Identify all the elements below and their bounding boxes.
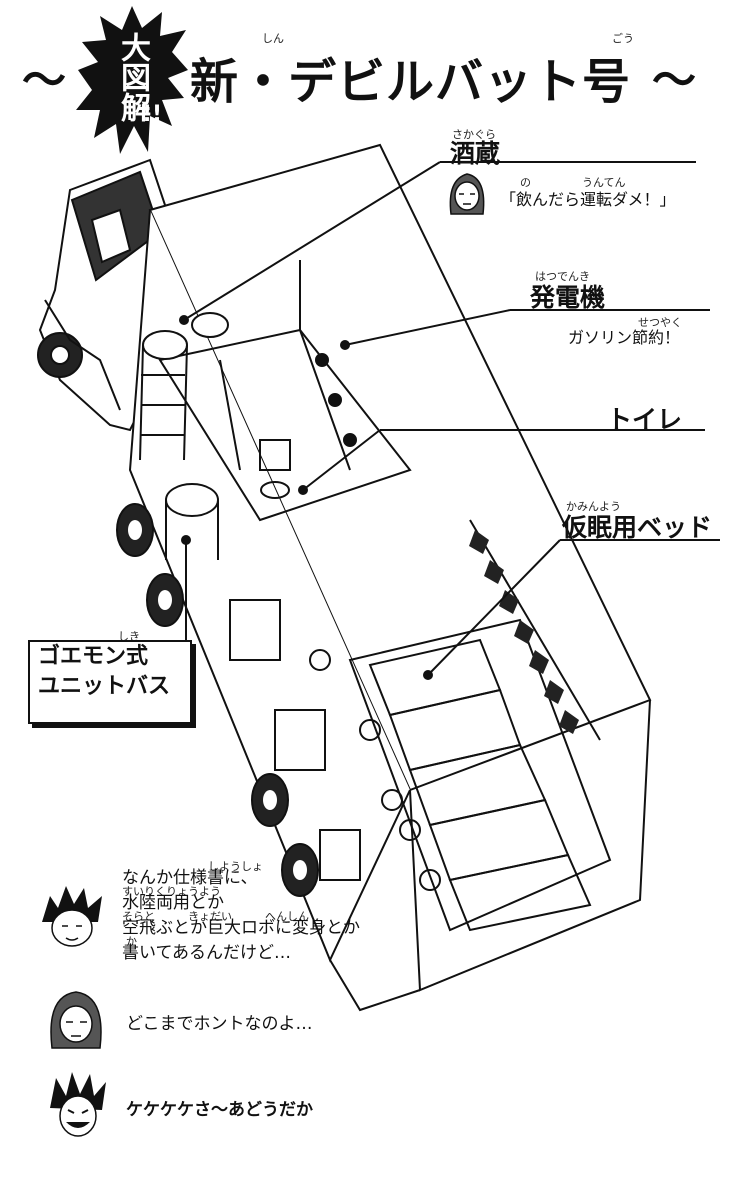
reply-line1: どこまでホントなのよ… bbox=[126, 1014, 313, 1034]
title-burst-exclamation: !! bbox=[142, 102, 163, 127]
title-tilde-right: 〜 bbox=[652, 55, 696, 106]
title-burst-label: 大図解 bbox=[115, 32, 150, 122]
title-ruby-gou: ごう bbox=[612, 32, 634, 45]
reply-line2: ケケケケさ〜あどうだか bbox=[126, 1100, 313, 1120]
title-tilde-left: 〜 bbox=[22, 55, 66, 106]
sake-quote-ruby-2: うんてん bbox=[582, 176, 626, 189]
girl-face-icon-2 bbox=[50, 991, 102, 1049]
dialogue-line2-ruby: すいりくりょうよう bbox=[122, 885, 221, 898]
grinning-devil-face-icon bbox=[50, 1072, 106, 1137]
title-ruby-shin: しん bbox=[262, 32, 284, 45]
sake-label-ruby: さかぐら bbox=[452, 128, 496, 141]
explosion-burst-icon bbox=[76, 6, 188, 154]
bed-label-ruby: かみんよう bbox=[566, 500, 621, 513]
bath-label-box: ゴエモン式 ユニットバス bbox=[28, 640, 192, 724]
bath-label-line2: ユニットバス bbox=[38, 674, 171, 699]
girl-face-icon bbox=[445, 170, 489, 218]
toilet-label: トイレ bbox=[607, 405, 683, 434]
sake-quote-ruby-1: の bbox=[520, 176, 531, 189]
dialogue-line3: 空飛ぶとか巨大ロボに変身とか bbox=[122, 918, 360, 938]
spiky-hair-boy-face-icon bbox=[42, 886, 102, 947]
sake-storage-label: 酒蔵 bbox=[450, 139, 501, 168]
dialogue-line1-ruby: しようしょ bbox=[208, 860, 263, 873]
dialogue-line1: なんか仕様書に、 bbox=[122, 868, 258, 888]
generator-label: 発電機 bbox=[530, 283, 606, 312]
bath-label-ruby: しき bbox=[118, 630, 140, 643]
generator-label-ruby: はつでんき bbox=[535, 270, 590, 283]
nap-bed-label: 仮眠用ベッド bbox=[562, 513, 713, 542]
generator-note-ruby: せつやく bbox=[638, 316, 682, 329]
generator-note: ガソリン節約！ bbox=[568, 328, 681, 347]
dialogue-line2: 水陸両用とか bbox=[122, 893, 224, 913]
dialogue-line4-ruby: か bbox=[126, 935, 137, 948]
dialogue-line4: 書いてあるんだけど… bbox=[122, 943, 291, 963]
sake-quote: 「飲んだら運転ダメ！」 bbox=[500, 190, 676, 209]
bath-label-line1: ゴエモン式 bbox=[38, 644, 149, 669]
page-title: 新・デビルバット号 bbox=[190, 54, 632, 110]
dialogue-line3-ruby: そらと きょだい へんしん bbox=[122, 910, 309, 923]
